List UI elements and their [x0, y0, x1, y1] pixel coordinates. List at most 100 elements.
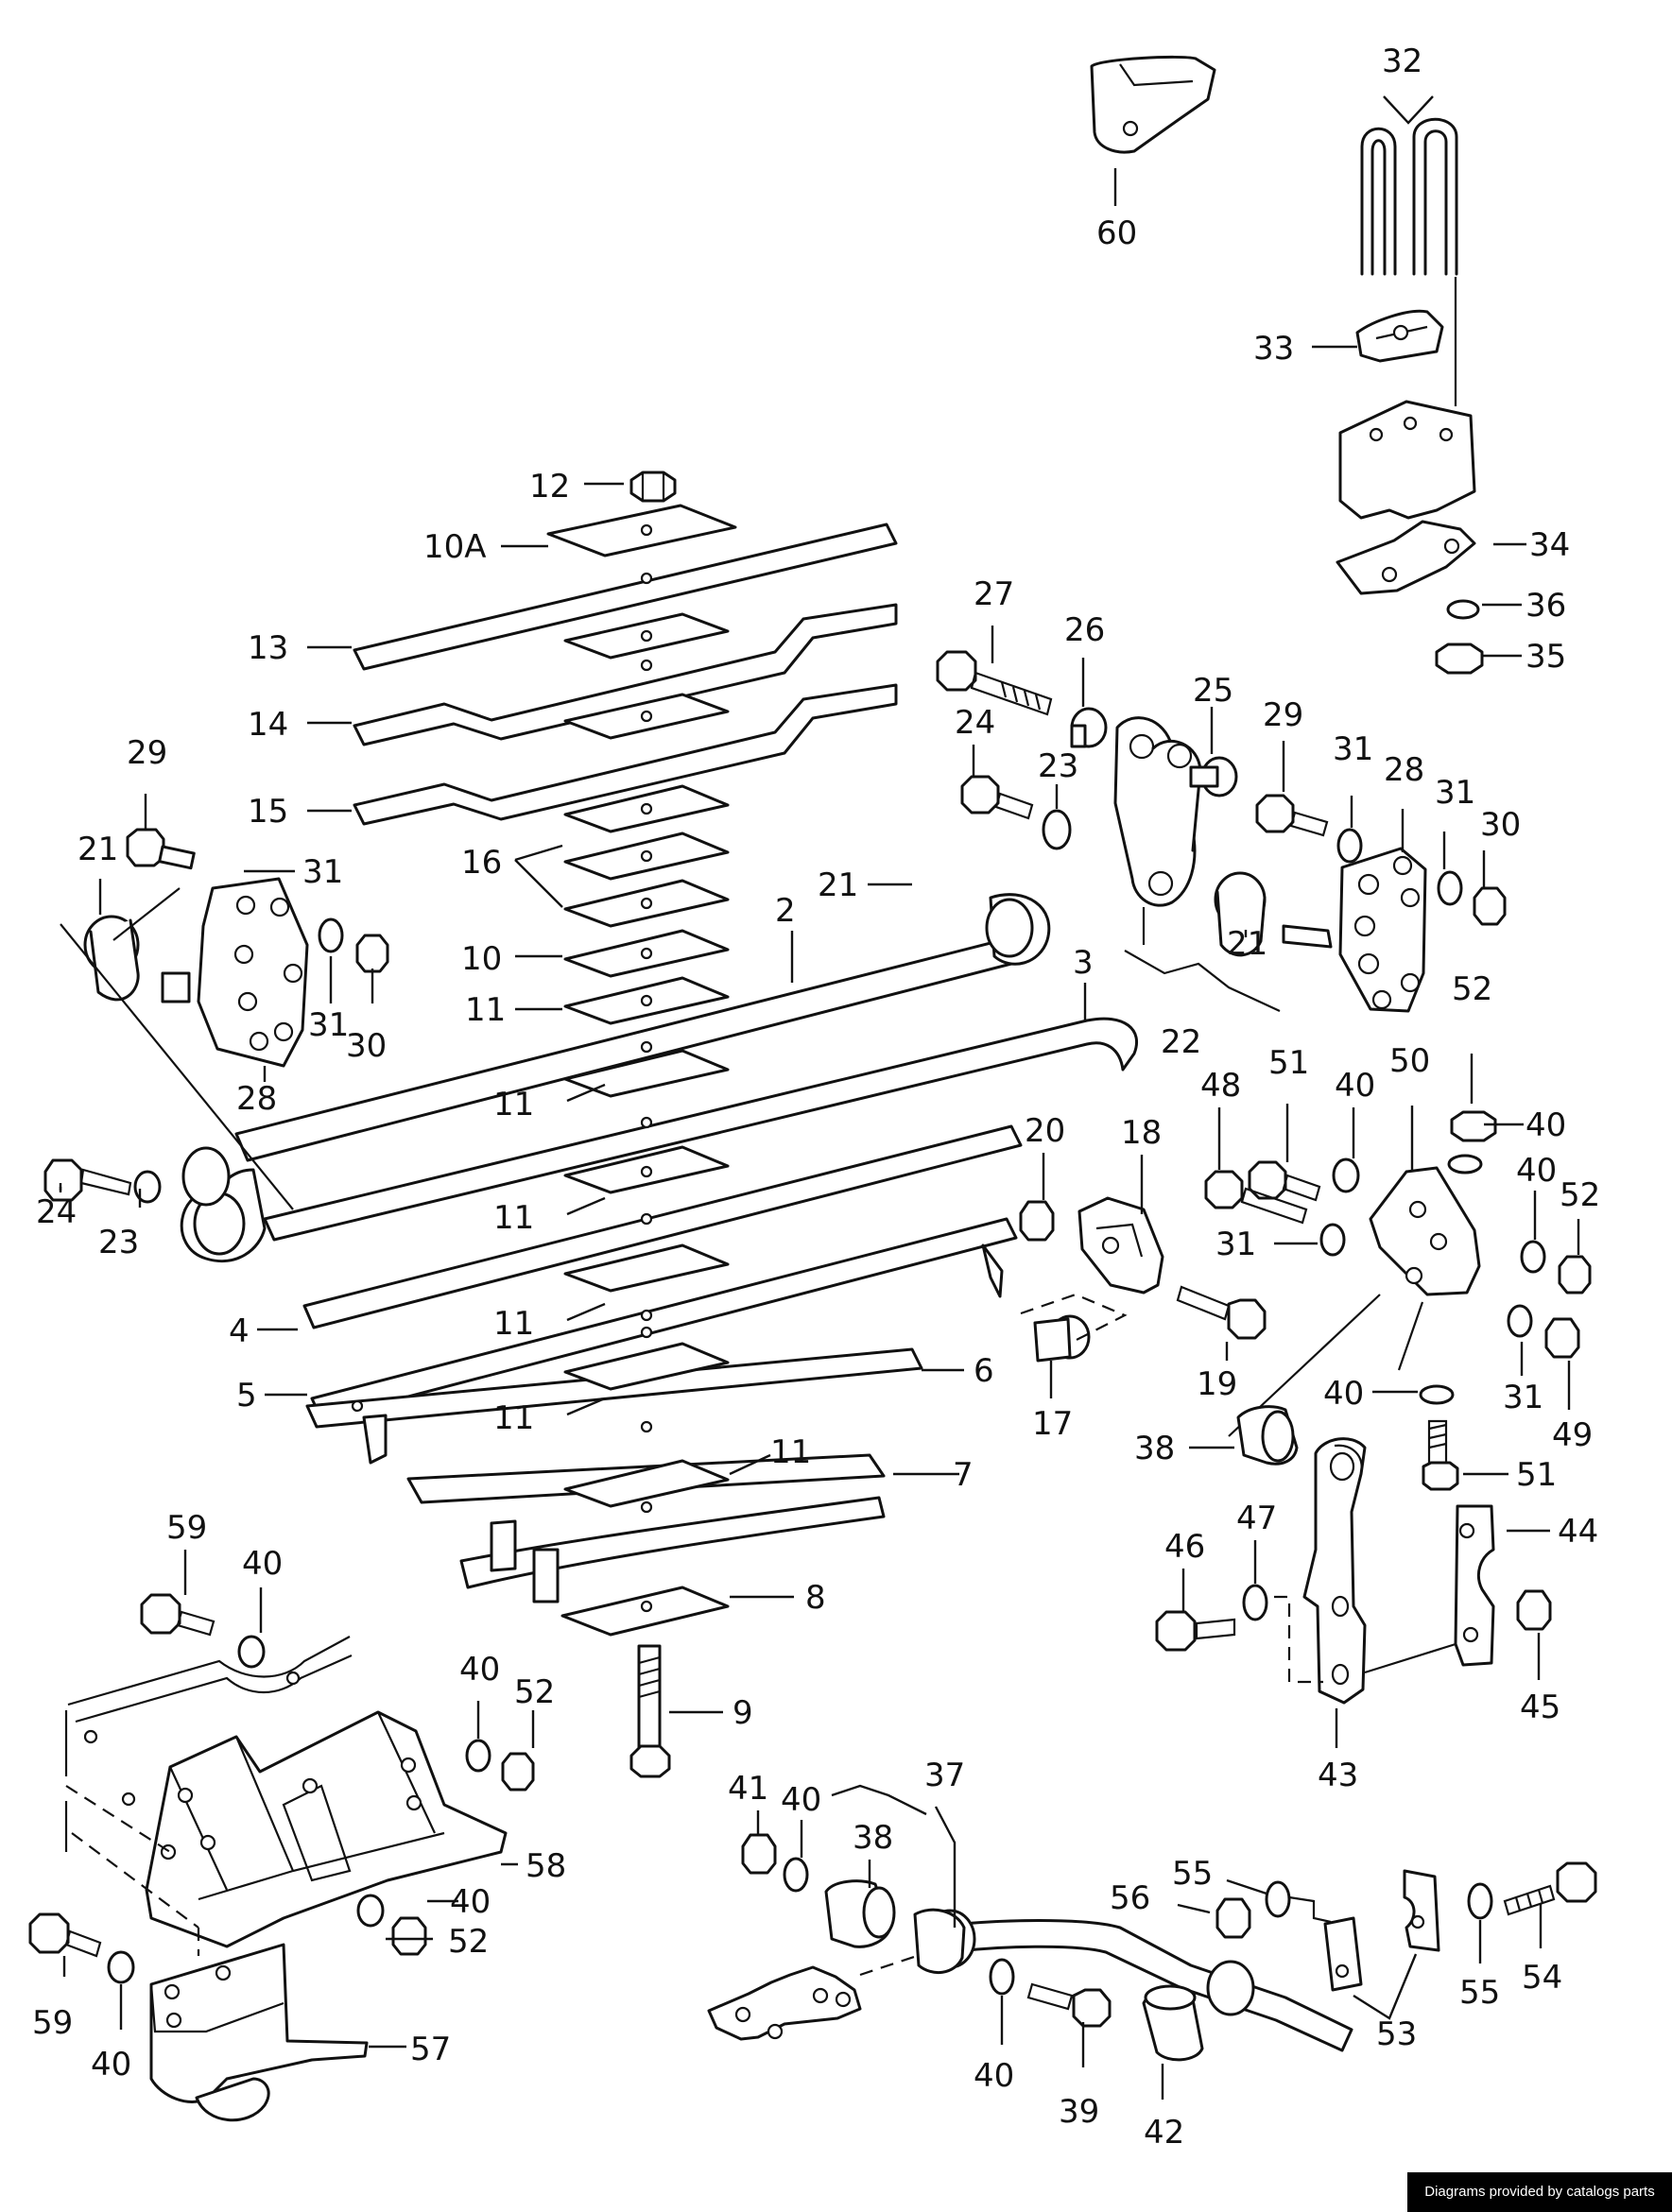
callout-40-d: 40 — [1323, 1375, 1364, 1413]
callout-57: 57 — [410, 2031, 451, 2068]
center-bolt-9 — [629, 1644, 671, 1778]
callout-60: 60 — [1096, 214, 1137, 252]
bolt-19 — [1176, 1285, 1267, 1340]
callout-26: 26 — [1064, 611, 1105, 649]
callout-11-e: 11 — [493, 1399, 534, 1437]
callout-31-a: 31 — [302, 853, 343, 891]
right-spring-hanger-group — [1255, 794, 1507, 1013]
bushing-26 — [1070, 707, 1108, 748]
callout-40-e: 40 — [242, 1545, 283, 1583]
u-bolt-group — [1090, 55, 1484, 675]
callout-31-f: 31 — [1503, 1379, 1543, 1416]
bolt-39 — [1026, 1982, 1112, 2028]
callout-58: 58 — [526, 1847, 566, 1885]
callout-5: 5 — [236, 1377, 257, 1415]
callout-39: 39 — [1059, 2093, 1099, 2131]
callout-11-b: 11 — [493, 1086, 534, 1123]
bottom-leaf — [459, 1496, 886, 1589]
callout-55-b: 55 — [1459, 1974, 1500, 2012]
washer-55-a — [1265, 1880, 1291, 1918]
nut-35 — [1435, 643, 1484, 675]
callout-31-b: 31 — [308, 1006, 349, 1044]
callout-38-b: 38 — [853, 1819, 893, 1857]
callout-21-a: 21 — [78, 831, 118, 868]
callout-54: 54 — [1522, 1959, 1562, 1997]
callout-59-b: 59 — [32, 2004, 73, 2042]
clamp-group — [1019, 1110, 1592, 1491]
hanger-plate-28-left — [161, 877, 309, 1068]
bolt-27 — [936, 650, 1053, 716]
bushing-38-top — [1236, 1405, 1299, 1466]
leaf-4 — [302, 1124, 1023, 1329]
callout-52-c: 52 — [514, 1673, 555, 1711]
callout-38-a: 38 — [1134, 1430, 1175, 1467]
callout-53: 53 — [1376, 2015, 1417, 2053]
washer-31-mid — [1319, 1223, 1346, 1257]
nut-30-left — [355, 934, 389, 973]
bolt-46 — [1155, 1610, 1236, 1652]
washer-40-lower — [1419, 1384, 1455, 1405]
washer-23-shackle — [1042, 809, 1072, 850]
callout-33: 33 — [1253, 330, 1294, 368]
bolt-24-shackle — [960, 775, 1034, 820]
callout-23-a: 23 — [98, 1224, 139, 1261]
nut-49 — [1544, 1317, 1580, 1359]
pad-11-b — [563, 1049, 730, 1098]
clamp-53 — [1323, 1869, 1440, 1992]
bushing-17 — [1020, 1293, 1128, 1363]
nut-12 — [629, 471, 677, 503]
washer-31-left-b — [318, 917, 344, 953]
callout-20: 20 — [1025, 1112, 1065, 1150]
callout-40-c: 40 — [1516, 1152, 1557, 1190]
callout-40-a: 40 — [1335, 1067, 1375, 1105]
callout-56: 56 — [1110, 1879, 1150, 1917]
callout-29-b: 29 — [1263, 696, 1303, 734]
washer-40-stab-a — [783, 1857, 809, 1893]
link-43 — [1302, 1437, 1367, 1705]
pad-11-f — [563, 1459, 730, 1508]
callout-21-b: 21 — [818, 866, 858, 904]
leaf-14 — [353, 603, 898, 746]
callout-3: 3 — [1073, 944, 1094, 982]
bushing-38-bottom — [824, 1879, 896, 1948]
nut-52-top — [1450, 1110, 1497, 1142]
washer-31-right-mid — [1507, 1304, 1533, 1338]
callout-51-a: 51 — [1268, 1044, 1309, 1082]
washer-40-cross — [237, 1635, 266, 1669]
callout-40-j: 40 — [974, 2057, 1014, 2095]
nut-56 — [1215, 1897, 1251, 1939]
callout-40-g: 40 — [450, 1883, 491, 1921]
bushing-25 — [1189, 756, 1238, 797]
callout-49: 49 — [1552, 1416, 1593, 1454]
callout-12: 12 — [529, 468, 570, 506]
callout-9: 9 — [733, 1694, 753, 1732]
credit-footer: Diagrams provided by catalogs parts — [1407, 2172, 1672, 2212]
crossmember-group — [28, 1593, 535, 2122]
washer-40-cross-d — [107, 1950, 135, 1984]
bolt-29-right — [1255, 794, 1329, 837]
callout-13: 13 — [248, 629, 288, 667]
nut-30-right — [1473, 886, 1507, 926]
crossmember-58 — [145, 1710, 508, 1948]
callout-11-d: 11 — [493, 1305, 534, 1343]
callout-48: 48 — [1200, 1067, 1241, 1105]
callout-11-f: 11 — [770, 1433, 811, 1471]
bushing-42 — [1142, 1984, 1204, 2062]
bolt-59-top — [140, 1593, 215, 1637]
callout-8: 8 — [805, 1579, 826, 1617]
callout-40-h: 40 — [91, 2046, 131, 2083]
nut-41 — [741, 1833, 777, 1875]
leaf-spring-stack — [180, 471, 1138, 1778]
callout-16: 16 — [461, 844, 502, 882]
callout-2: 2 — [775, 892, 796, 930]
leaf-3 — [263, 1017, 1138, 1242]
washer-36 — [1446, 599, 1480, 620]
callout-11-a: 11 — [465, 991, 506, 1029]
callout-22: 22 — [1161, 1023, 1201, 1061]
callout-14: 14 — [248, 706, 288, 744]
leader-lines — [59, 95, 1580, 2100]
washer-31-right — [1336, 828, 1363, 864]
callout-36: 36 — [1525, 587, 1566, 625]
callout-31-e: 31 — [1215, 1226, 1256, 1263]
callout-24-a: 24 — [36, 1193, 77, 1231]
